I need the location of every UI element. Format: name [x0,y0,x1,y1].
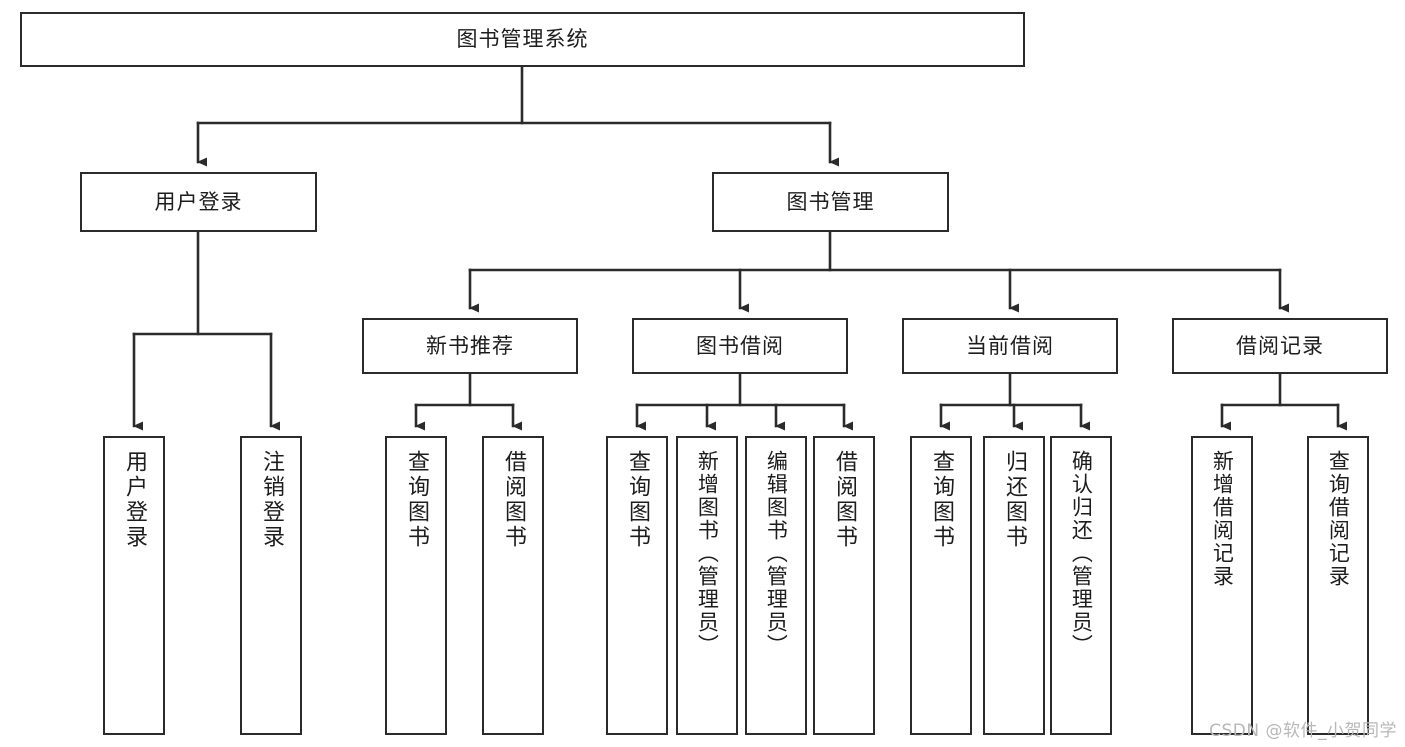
node-leaf-confirm-return-admin[interactable]: 确认归还（管理员） [1050,436,1112,735]
node-leaf-add-borrow-record[interactable]: 新增借阅记录 [1191,436,1253,735]
node-leaf-query-book-current-label: 查询图书 [928,450,954,550]
node-leaf-user-logout[interactable]: 注销登录 [240,436,302,735]
node-leaf-return-book-label: 归还图书 [1001,450,1027,550]
node-book-manage[interactable]: 图书管理 [712,172,949,232]
node-leaf-query-borrow-record-label: 查询借阅记录 [1326,450,1351,588]
node-leaf-query-book-current[interactable]: 查询图书 [910,436,972,735]
node-leaf-borrow-book-label: 借阅图书 [831,450,857,550]
node-leaf-add-book-admin[interactable]: 新增图书（管理员） [676,436,738,735]
node-leaf-add-book-admin-label: 新增图书（管理员） [695,450,720,657]
node-current-borrow-label: 当前借阅 [966,333,1054,358]
node-current-borrow[interactable]: 当前借阅 [902,318,1118,374]
node-leaf-add-borrow-record-label: 新增借阅记录 [1210,450,1235,588]
node-book-borrow[interactable]: 图书借阅 [632,318,848,374]
node-new-book-rec-label: 新书推荐 [426,333,514,358]
node-leaf-return-book[interactable]: 归还图书 [983,436,1045,735]
watermark-text: CSDN @软件_小贺同学 [1209,721,1397,741]
node-new-book-rec[interactable]: 新书推荐 [362,318,578,374]
node-leaf-user-login[interactable]: 用户登录 [103,436,165,735]
node-root-label: 图书管理系统 [456,27,589,52]
node-leaf-user-logout-label: 注销登录 [258,450,284,550]
node-leaf-edit-book-admin-label: 编辑图书（管理员） [764,450,789,657]
node-leaf-borrow-book-rec-label: 借阅图书 [500,450,526,550]
node-root[interactable]: 图书管理系统 [20,12,1025,67]
node-leaf-user-login-label: 用户登录 [121,450,147,550]
node-leaf-confirm-return-admin-label: 确认归还（管理员） [1069,450,1094,657]
node-leaf-borrow-book[interactable]: 借阅图书 [813,436,875,735]
node-leaf-query-borrow-record[interactable]: 查询借阅记录 [1307,436,1369,735]
node-leaf-borrow-book-rec[interactable]: 借阅图书 [482,436,544,735]
node-borrow-record[interactable]: 借阅记录 [1172,318,1388,374]
node-leaf-query-book-borrow-label: 查询图书 [624,450,650,550]
node-leaf-query-book-rec-label: 查询图书 [403,450,429,550]
node-borrow-record-label: 借阅记录 [1236,333,1324,358]
node-user-login-label: 用户登录 [154,189,243,214]
node-book-borrow-label: 图书借阅 [696,333,784,358]
node-leaf-query-book-rec[interactable]: 查询图书 [385,436,447,735]
node-leaf-edit-book-admin[interactable]: 编辑图书（管理员） [745,436,807,735]
node-user-login[interactable]: 用户登录 [80,172,317,232]
node-leaf-query-book-borrow[interactable]: 查询图书 [606,436,668,735]
node-book-manage-label: 图书管理 [786,189,875,214]
